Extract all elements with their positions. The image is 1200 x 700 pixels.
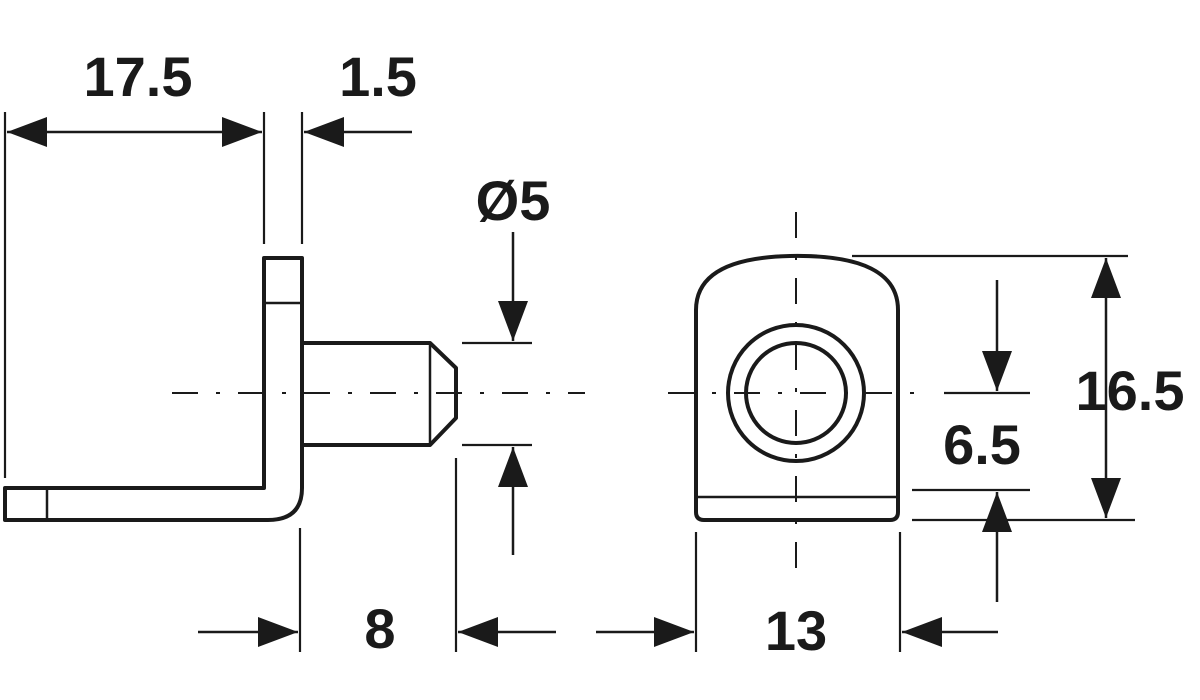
dim-diameter-label: Ø5 <box>476 169 551 232</box>
dim-width-label: 13 <box>765 599 827 662</box>
bracket-side-outline <box>3 256 304 522</box>
dim-offset-label: 6.5 <box>943 413 1021 476</box>
dim-height-label: 16.5 <box>1076 359 1185 422</box>
side-view: 17.5 1.5 Ø5 8 <box>3 45 585 660</box>
dim-leg-length-label: 17.5 <box>84 45 193 108</box>
front-view: 13 6.5 16.5 <box>596 212 1185 662</box>
dim-pin-length-label: 8 <box>364 597 395 660</box>
dim-thickness-label: 1.5 <box>339 45 417 108</box>
bracket-front-outline <box>694 253 900 522</box>
